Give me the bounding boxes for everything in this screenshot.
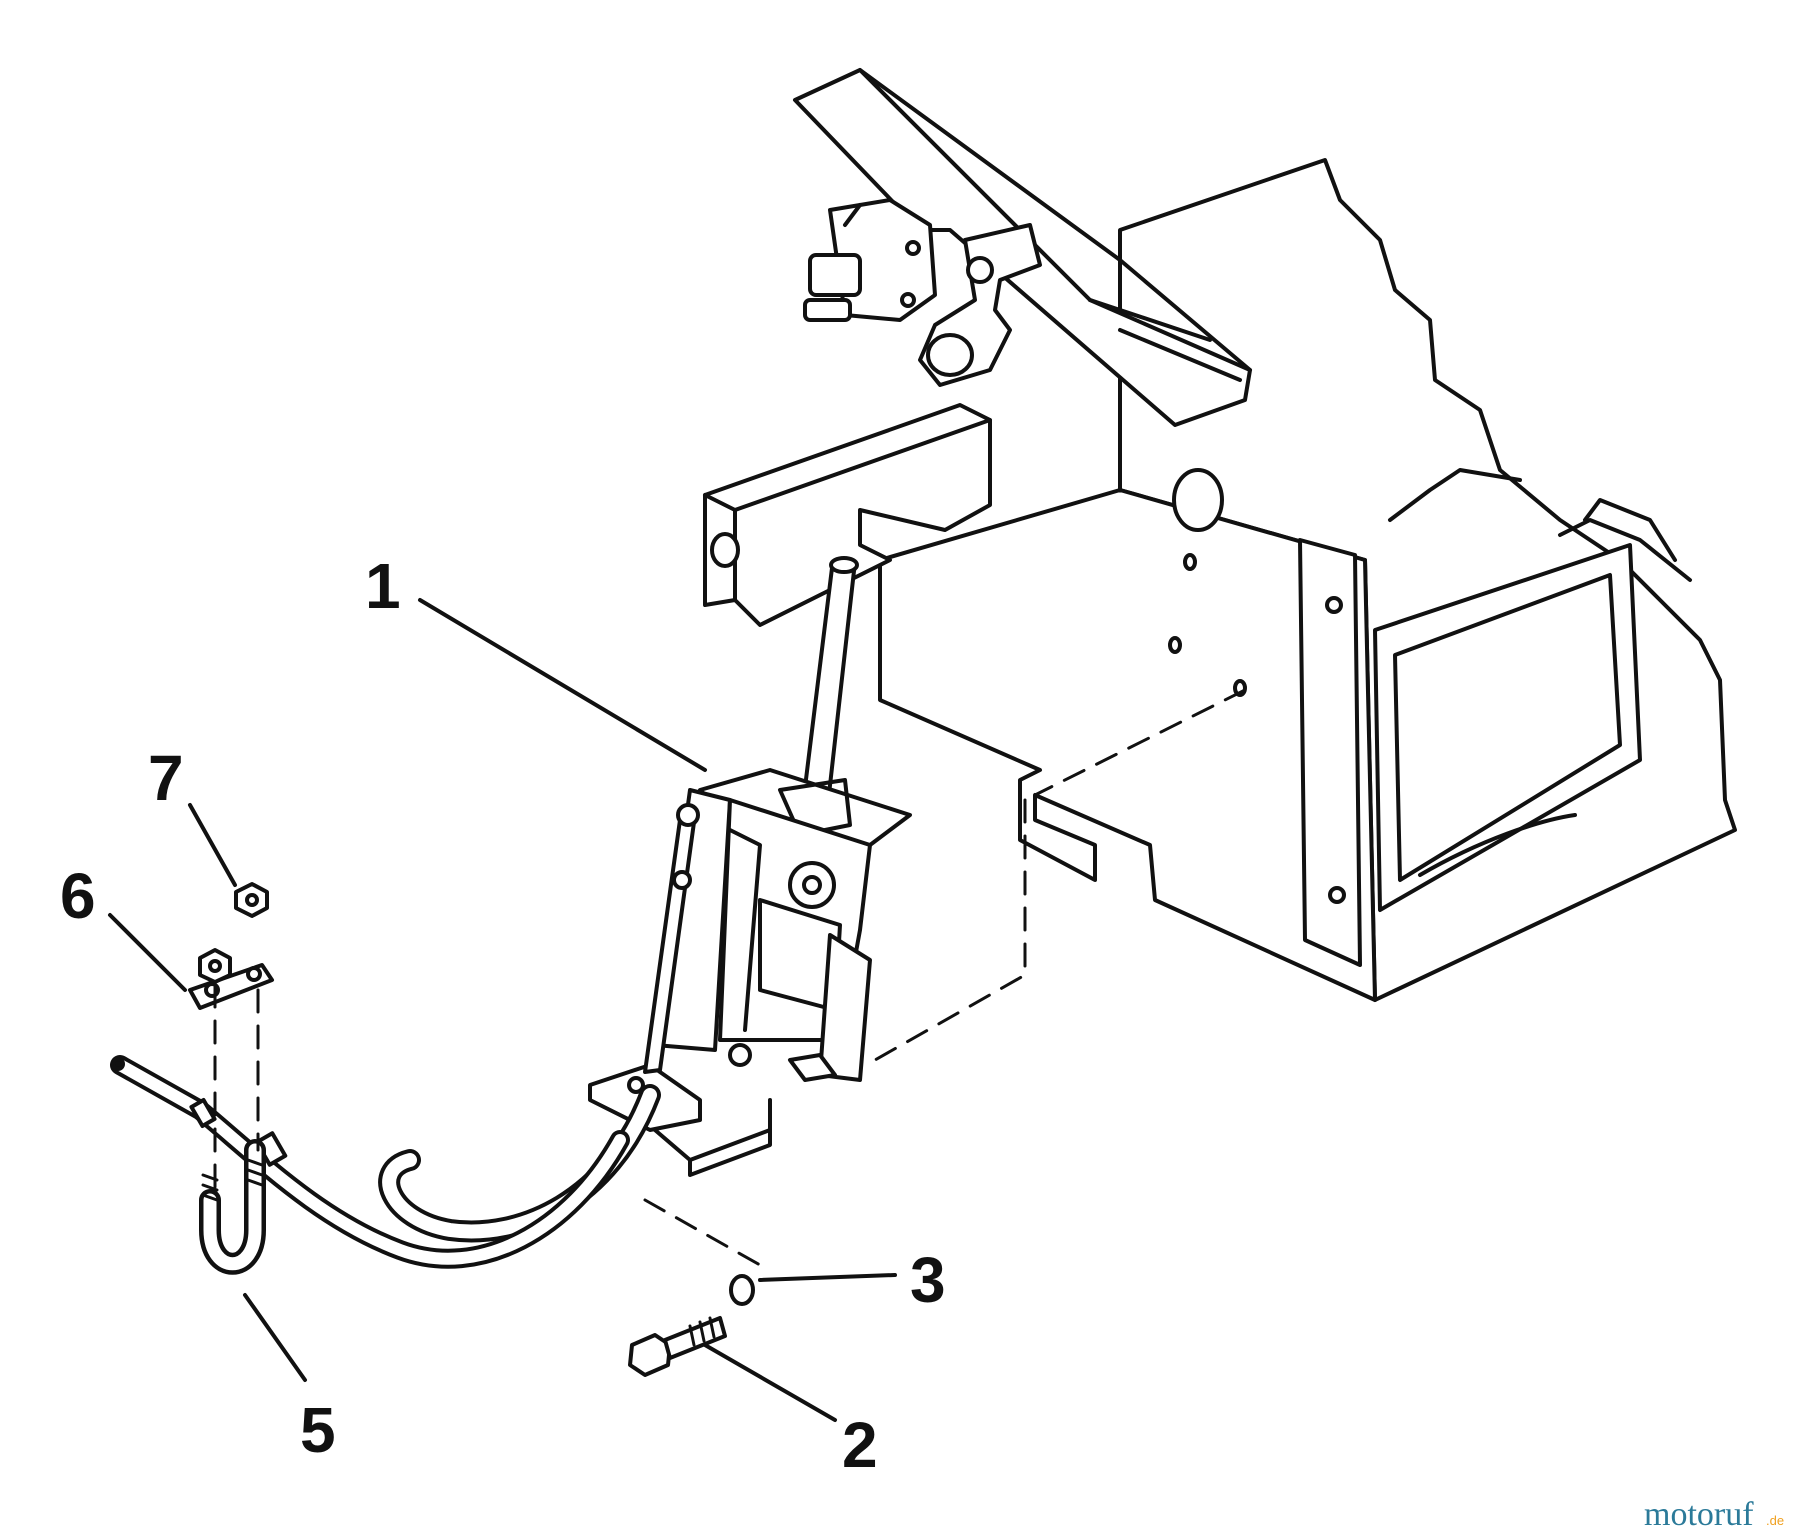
shift-lever-assembly bbox=[588, 556, 912, 1177]
cable-assembly bbox=[110, 1055, 661, 1269]
watermark-logo: motoruf bbox=[1644, 1496, 1754, 1533]
callout-7: 7 bbox=[148, 742, 184, 814]
callout-5: 5 bbox=[300, 1394, 336, 1466]
callout-3: 3 bbox=[910, 1244, 946, 1316]
washer bbox=[729, 1274, 755, 1306]
leader-lines bbox=[108, 598, 897, 1422]
bolt bbox=[628, 1316, 727, 1377]
assembly-lines bbox=[213, 688, 1247, 1267]
callout-2: 2 bbox=[842, 1409, 878, 1481]
frame-assembly bbox=[703, 68, 1737, 1002]
watermark-suffix: .de bbox=[1766, 1513, 1784, 1528]
callout-1: 1 bbox=[365, 550, 401, 622]
hex-nuts bbox=[198, 882, 269, 984]
callout-6: 6 bbox=[60, 860, 96, 932]
u-bolt bbox=[199, 1139, 266, 1275]
